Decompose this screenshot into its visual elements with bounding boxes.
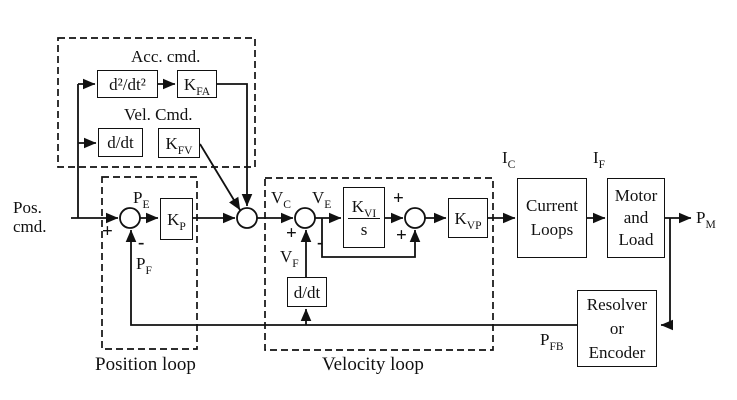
line-kfv-to-sum xyxy=(199,143,241,211)
velocity-sum-minus-sign: - xyxy=(317,232,324,253)
pi-sum-plus-top-sign: + xyxy=(393,188,404,209)
feedforward-dashed-box xyxy=(57,37,256,168)
block-kvi-over-s: KVI s xyxy=(343,187,385,248)
line-tap-to-resolver xyxy=(660,218,674,331)
block-kvi-numerator: KVI xyxy=(347,197,381,219)
acc-cmd-label: Acc. cmd. xyxy=(131,47,201,66)
pos-cmd-label: Pos. cmd. xyxy=(13,198,47,236)
block-kvp-label: KVP xyxy=(454,208,482,232)
velocity-loop-caption: Velocity loop xyxy=(322,354,424,375)
feedforward-summing-junction xyxy=(236,207,258,229)
block-current-loops: Current Loops xyxy=(517,178,587,258)
vf-label: VF xyxy=(280,247,299,271)
resolver-line3: Encoder xyxy=(588,342,646,362)
pf-label: PF xyxy=(136,254,152,278)
velocity-loop-dashed-box xyxy=(264,177,494,351)
position-loop-dashed-box xyxy=(101,176,198,350)
current-loops-line2: Loops xyxy=(530,220,574,239)
block-kfv: KFV xyxy=(158,128,200,158)
resolver-line2: or xyxy=(609,318,625,338)
block-kfv-label: KFV xyxy=(165,133,193,157)
resolver-line1: Resolver xyxy=(586,294,648,314)
motor-line3: Load xyxy=(618,230,654,249)
line-ve-bypass xyxy=(321,218,421,258)
block-kp: KP xyxy=(160,198,193,240)
block-ddt-vel-label: d/dt xyxy=(293,282,321,302)
if-label: IF xyxy=(593,148,606,172)
pi-summing-junction xyxy=(404,207,426,229)
pfb-label: PFB xyxy=(540,330,564,354)
block-kp-label: KP xyxy=(167,209,186,233)
pm-label: PM xyxy=(696,208,716,232)
block-kvi-denominator: s xyxy=(360,219,368,239)
velocity-summing-junction xyxy=(294,207,316,229)
block-kvp: KVP xyxy=(448,198,488,238)
position-sum-minus-sign: - xyxy=(138,232,145,253)
position-loop-caption: Position loop xyxy=(95,354,196,375)
motor-line2: and xyxy=(623,208,649,227)
block-ddt-velocity: d/dt xyxy=(287,277,327,307)
block-ddt-ff-label: d/dt xyxy=(107,133,134,152)
line-kfa-to-sum xyxy=(217,83,253,207)
block-d2dt2-label: d²/dt² xyxy=(109,74,146,94)
position-summing-junction xyxy=(119,207,141,229)
pi-sum-plus-bottom-sign: + xyxy=(396,225,407,246)
vel-cmd-label: Vel. Cmd. xyxy=(124,105,193,124)
motor-line1: Motor xyxy=(614,186,658,205)
ve-label: VE xyxy=(312,188,332,212)
block-d2dt2: d²/dt² xyxy=(97,70,158,98)
pos-cmd-line1: Pos. xyxy=(13,198,42,217)
ic-label: IC xyxy=(502,148,516,172)
block-resolver-encoder: Resolver or Encoder xyxy=(577,290,657,367)
block-ddt-feedforward: d/dt xyxy=(98,128,143,157)
current-loops-line1: Current xyxy=(526,196,578,215)
block-kfa: KFA xyxy=(177,70,217,98)
pe-label: PE xyxy=(133,188,150,212)
block-kfa-label: KFA xyxy=(183,74,211,98)
velocity-sum-plus-sign: + xyxy=(286,223,297,244)
block-motor-and-load: Motor and Load xyxy=(607,178,665,258)
position-sum-plus-sign: + xyxy=(102,221,113,242)
line-position-feedback xyxy=(125,229,577,326)
pos-cmd-line2: cmd. xyxy=(13,217,47,236)
vc-label: VC xyxy=(271,188,291,212)
